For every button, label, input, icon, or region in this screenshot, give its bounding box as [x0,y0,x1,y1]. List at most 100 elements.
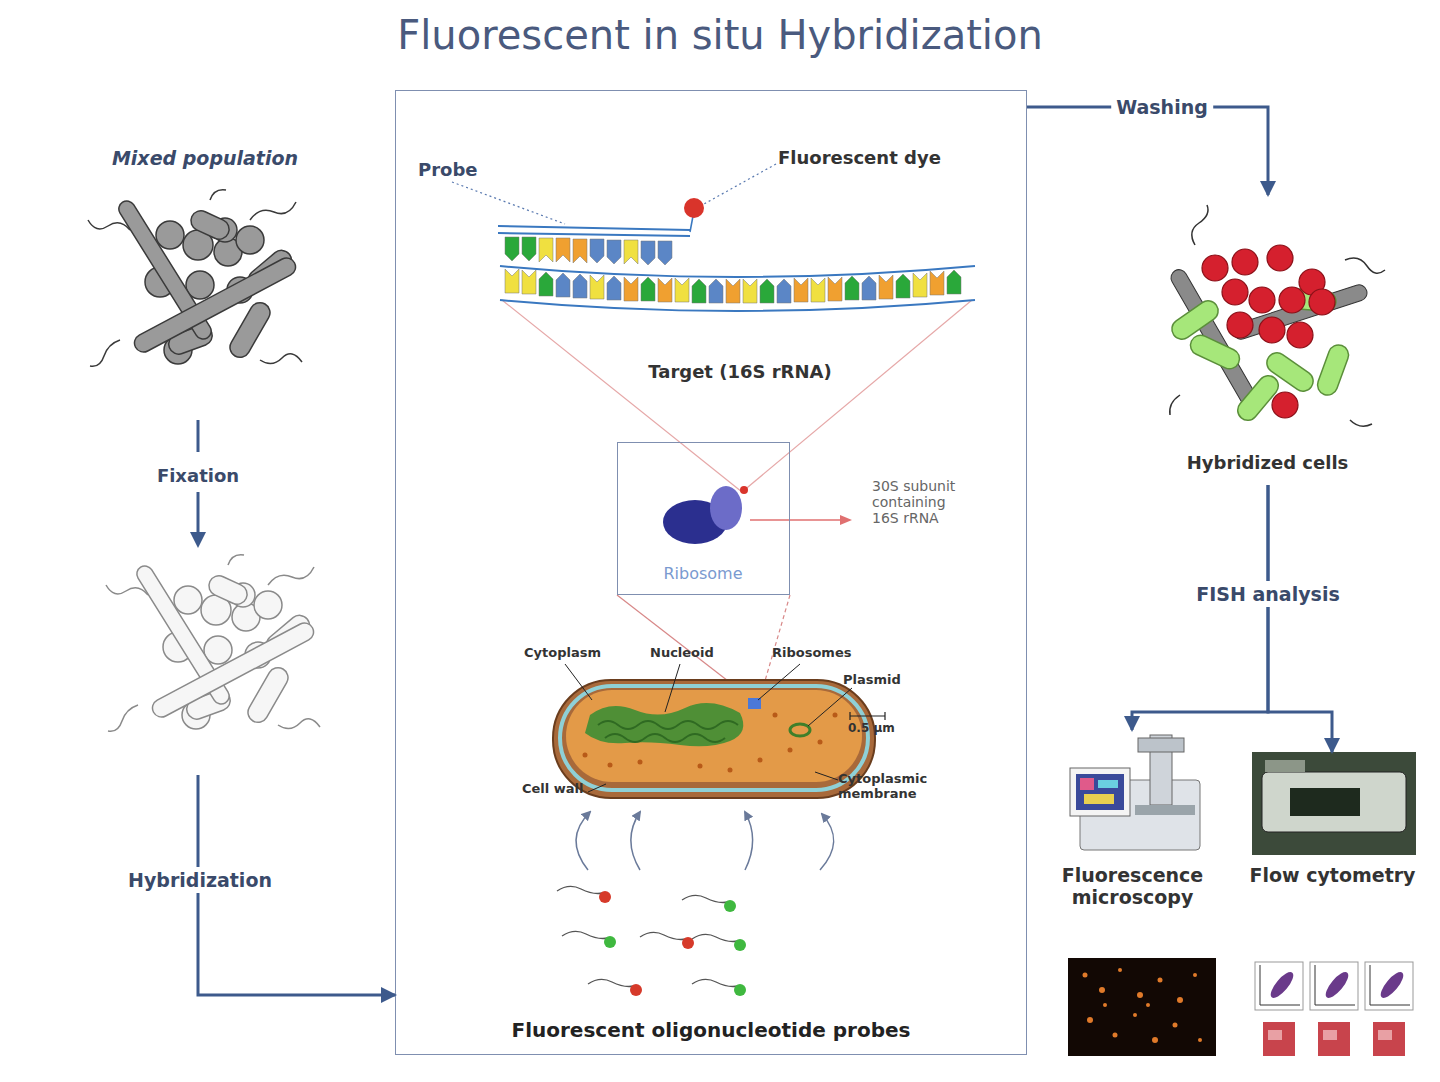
fluorescence-image [1099,987,1105,993]
probe-strand [498,233,690,236]
hybridized-cells [1315,342,1352,398]
target-rrna [879,275,893,299]
leader-line [758,664,800,700]
cytometry-plot [1255,962,1413,1056]
oligonucleotide-probe [734,984,746,996]
microscope-picture [1080,778,1094,790]
cytometry-plot [1323,1030,1337,1040]
cytometry-plot [1365,962,1413,1010]
bacterial-cell [598,721,738,729]
cytometry-plot [1310,962,1358,1010]
target-rrna [777,279,791,303]
annotation-label: Cell wall [522,782,584,797]
cytometry-plot [1322,969,1352,1001]
diagram-title: Fluorescent in situ Hybridization [0,12,1440,58]
annotation-label: Probe [418,160,478,181]
probe-strand [690,216,693,232]
ribosome-illustration [663,486,852,544]
magnify-lines [502,300,742,492]
hybridized-cells [1168,205,1385,426]
probe-strand [498,226,690,230]
hybridized-cells [1272,392,1298,418]
microscope-picture [1098,780,1118,788]
fluorescence-image [1118,968,1122,972]
bacterial-cell [553,680,875,798]
cytometer-picture [1262,772,1406,832]
oligonucleotide-probe [724,900,736,912]
entry-arrow [820,814,834,870]
cytometry-plot [1260,965,1410,1005]
annotation-label: 0.5 µm [848,722,895,736]
target-rrna [658,278,672,302]
annotation-label: Cytoplasmic membrane [838,772,950,802]
leader-line [815,772,838,780]
oligonucleotide-probe [640,932,686,939]
target-rrna [828,277,842,301]
leader-line [565,664,592,700]
probe-strand [573,239,587,263]
probe-strand [624,240,638,264]
entry-arrow [745,812,753,870]
fluorescence-image [1133,1013,1137,1017]
probe-strand [641,241,655,265]
oligonucleotide-probe [599,891,611,903]
target-rrna [607,276,621,300]
probe-strand [505,237,672,265]
probe-strand [684,198,704,218]
node-text: Flow cytometry [1240,865,1425,887]
fixed-cells [106,555,320,732]
edge-label: Hybridization [123,867,277,893]
hybridized-cells [1267,245,1293,271]
target-rrna [913,273,927,297]
hybridized-cells [1187,332,1243,372]
oligonucleotide-probe [588,979,634,986]
target-rrna [522,270,536,294]
hybridized-cells [1249,287,1275,313]
bacterial-cell [818,740,823,745]
oligonucleotide-probe [692,934,738,941]
fixation-arrow [197,492,200,538]
node-text: Fluorescence microscopy [1040,865,1225,909]
ribosome-illustration [740,486,748,494]
cytometry-plot [1255,962,1303,1010]
fixation-arrow [190,532,206,548]
probe-strand [590,239,604,263]
hybridized-cells [1287,322,1313,348]
annotation-label: 30S subunit containing 16S rRNA [872,478,972,526]
target-rrna [505,269,519,293]
leader-line [452,164,776,224]
fluorescence-image [1083,968,1203,1043]
fluorescence-image [1087,1017,1093,1023]
cytometer-picture [1290,788,1360,816]
scale-bar [884,712,885,720]
hybridized-cells [1222,279,1248,305]
bacterial-cell [773,713,778,718]
scale-bar [849,712,850,720]
leader-line [704,164,776,204]
cytometry-plot [1268,1030,1282,1040]
target-rrna [590,275,604,299]
microscope-picture [1138,738,1184,752]
bacterial-cell [560,686,868,790]
oligonucleotide-probe [562,931,608,938]
probe-strand [658,241,672,265]
bacterial-cell [605,734,725,742]
hybridized-cells [1259,317,1285,343]
target-rrna [500,266,975,311]
hybridized-cells [1279,287,1305,313]
entry-arrow [576,812,590,870]
node-text: Mixed population [90,148,320,170]
magnify-lines [742,300,972,492]
cytometry-plot [1373,1022,1405,1056]
cytometer-picture [1265,760,1305,772]
probe-strand [556,238,570,262]
bacterial-cell [583,753,588,758]
oligonucleotide-probe [557,886,738,986]
target-rrna [947,270,961,294]
cytometry-plot [1378,1030,1392,1040]
bacterial-cell [728,768,733,773]
bacterial-cell [758,758,763,763]
target-rrna [811,278,825,302]
fixed-cells [106,555,320,732]
entry-arrow [576,812,834,870]
